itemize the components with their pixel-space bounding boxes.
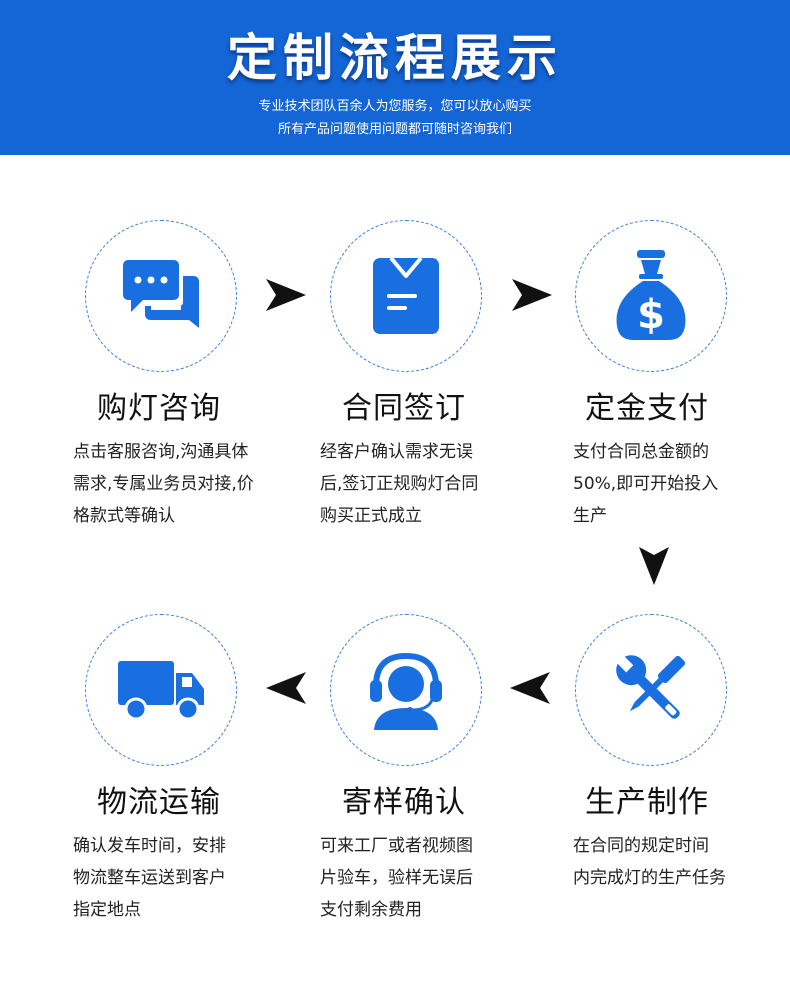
step-deposit-title: 定金支付	[585, 391, 709, 426]
page-title: 定制流程展示	[227, 29, 563, 87]
desc-line: 确认发车时间，安排	[73, 836, 226, 856]
svg-text:$: $	[637, 292, 665, 338]
desc-line: 可来工厂或者视频图	[320, 836, 473, 856]
money-bag-icon: $	[616, 250, 686, 340]
desc-line: 生产	[573, 506, 607, 526]
step-logistics-desc: 确认发车时间，安排 物流整车运送到客户 指定地点	[73, 830, 226, 926]
step-sample-circle	[330, 614, 482, 766]
arrow-left-icon	[266, 672, 306, 704]
step-contract-circle	[330, 220, 482, 372]
desc-line: 经客户确认需求无误	[320, 442, 473, 462]
step-production-title: 生产制作	[585, 785, 709, 820]
step-sample-title: 寄样确认	[342, 785, 466, 820]
desc-line: 支付剩余费用	[320, 900, 422, 920]
subtitle-line-1: 专业技术团队百余人为您服务，您可以放心购买	[258, 99, 532, 114]
desc-line: 后,签订正规购灯合同	[320, 474, 479, 494]
step-sample-desc: 可来工厂或者视频图 片验车，验样无误后 支付剩余费用	[320, 830, 473, 926]
step-contract-title: 合同签订	[342, 391, 466, 426]
arrow-right-icon	[512, 279, 552, 311]
step-deposit-circle: $	[575, 220, 727, 372]
headset-icon	[370, 652, 442, 730]
desc-line: 物流整车运送到客户	[73, 868, 226, 888]
step-contract-desc: 经客户确认需求无误 后,签订正规购灯合同 购买正式成立	[320, 436, 478, 532]
step-consult-title: 购灯咨询	[97, 391, 221, 426]
desc-line: 点击客服咨询,沟通具体	[73, 442, 249, 462]
desc-line: 需求,专属业务员对接,价	[73, 474, 254, 494]
arrow-right-icon	[266, 279, 306, 311]
desc-line: 格款式等确认	[73, 506, 175, 526]
step-production-desc: 在合同的规定时间 内完成灯的生产任务	[573, 830, 726, 894]
desc-line: 购买正式成立	[320, 506, 422, 526]
desc-line: 在合同的规定时间	[573, 836, 709, 856]
step-logistics-circle	[85, 614, 237, 766]
tools-icon	[614, 653, 686, 719]
desc-line: 指定地点	[73, 900, 141, 920]
desc-line: 50%,即可开始投入	[573, 474, 719, 494]
truck-icon	[118, 661, 204, 721]
step-deposit-desc: 支付合同总金额的 50%,即可开始投入 生产	[573, 436, 718, 532]
contract-icon	[373, 256, 439, 334]
desc-line: 片验车，验样无误后	[320, 868, 473, 888]
step-consult-desc: 点击客服咨询,沟通具体 需求,专属业务员对接,价 格款式等确认	[73, 436, 254, 532]
desc-line: 内完成灯的生产任务	[573, 868, 726, 888]
header-banner: 定制流程展示 专业技术团队百余人为您服务，您可以放心购买 所有产品问题使用问题都…	[0, 0, 790, 155]
arrow-left-icon	[510, 672, 550, 704]
desc-line: 支付合同总金额的	[573, 442, 709, 462]
chat-icon	[123, 260, 199, 328]
subtitle-line-2: 所有产品问题使用问题都可随时咨询我们	[277, 122, 512, 137]
step-production-circle	[575, 614, 727, 766]
step-logistics-title: 物流运输	[97, 785, 221, 820]
arrow-down-icon	[639, 547, 669, 585]
step-consult-circle	[85, 220, 237, 372]
